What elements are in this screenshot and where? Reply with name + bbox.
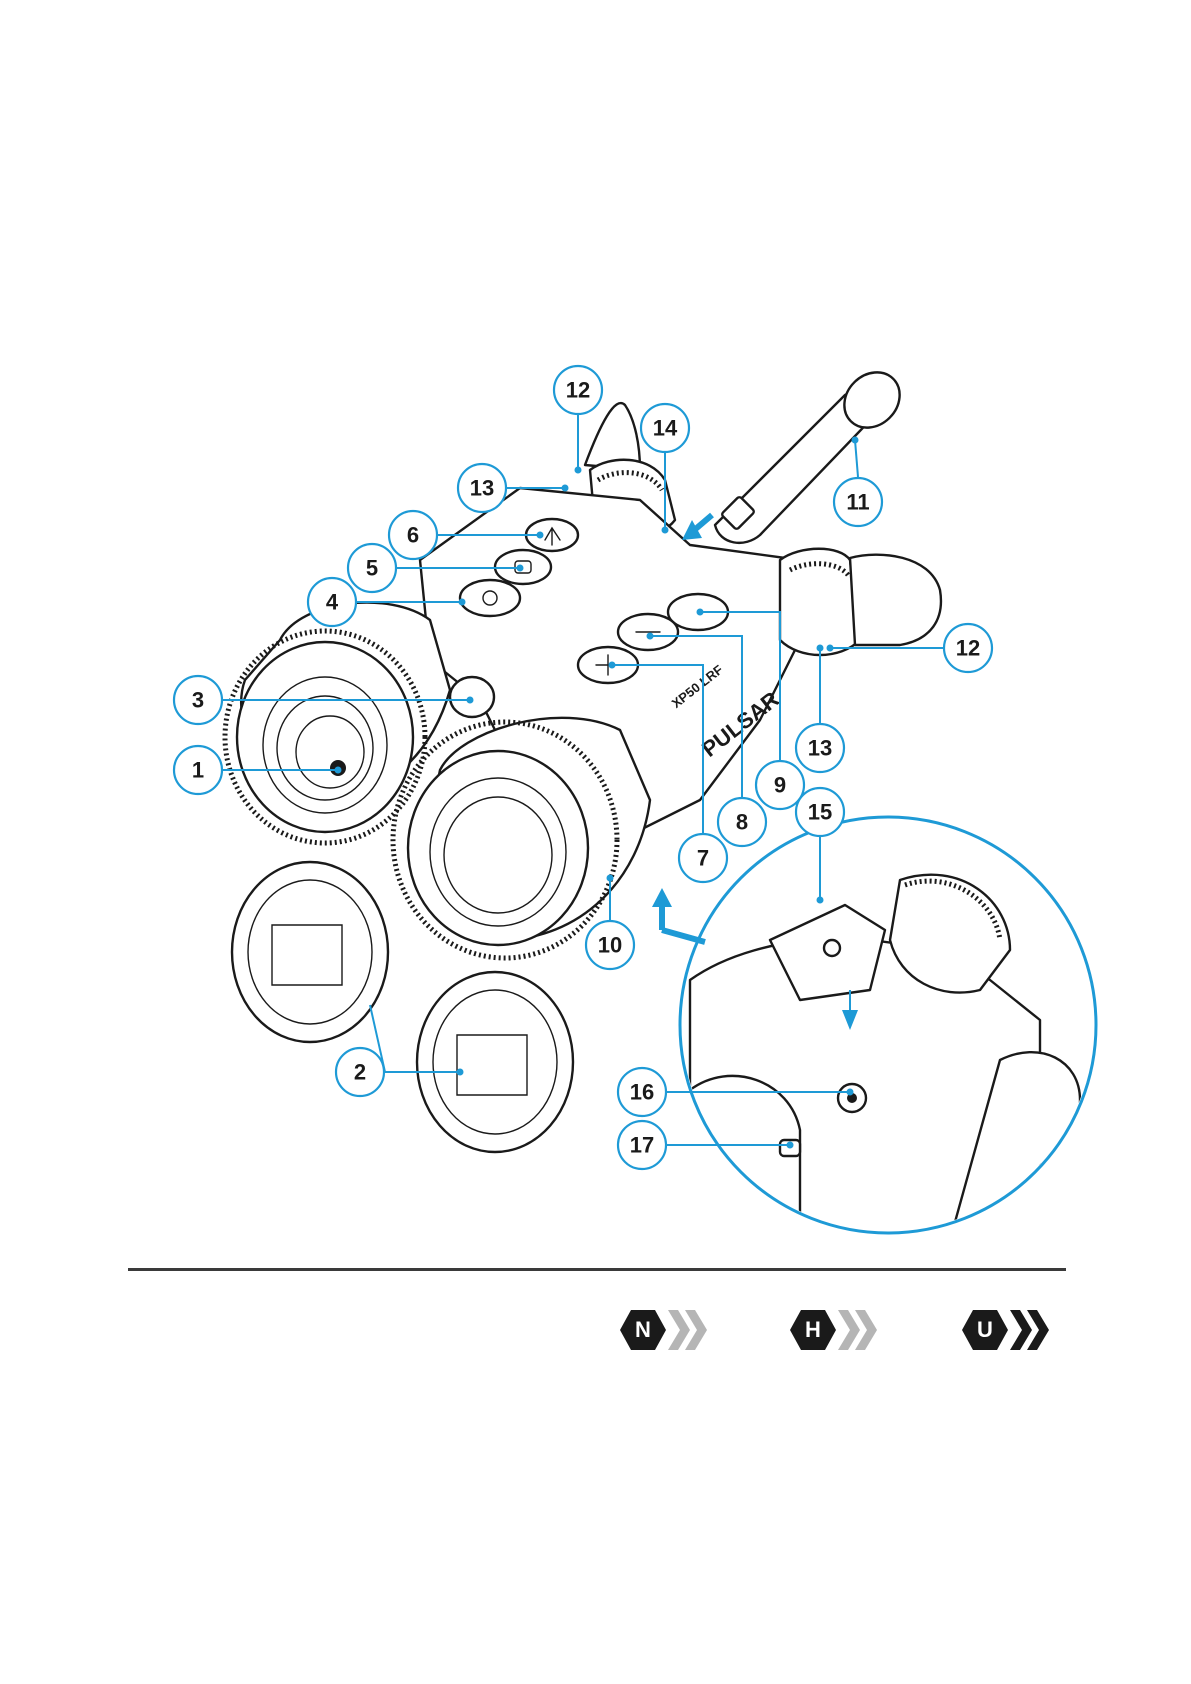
callout-number: 2 xyxy=(354,1060,366,1085)
callout-number: 16 xyxy=(630,1080,654,1105)
badge-u: U xyxy=(962,1308,1052,1352)
callout-anchor-dot xyxy=(607,875,614,882)
callout-anchor-dot xyxy=(852,437,859,444)
callout-number: 11 xyxy=(846,490,869,515)
objective-rim-right xyxy=(408,751,588,945)
callout-anchor-dot xyxy=(467,697,474,704)
callout-anchor-dot xyxy=(662,527,669,534)
badge-n: N xyxy=(620,1308,710,1352)
callout-number: 17 xyxy=(630,1133,654,1158)
power-button[interactable] xyxy=(460,580,520,616)
callout-leader xyxy=(855,440,858,477)
callout-number: 5 xyxy=(366,556,378,581)
callout-number: 14 xyxy=(653,416,678,441)
callout-anchor-dot xyxy=(697,609,704,616)
callout-anchor-dot xyxy=(787,1142,794,1149)
callout-anchor-dot xyxy=(562,485,569,492)
callout-number: 4 xyxy=(326,590,339,615)
front-button[interactable] xyxy=(450,677,494,717)
callout-anchor-dot xyxy=(457,1069,464,1076)
callout-anchor-dot xyxy=(517,565,524,572)
eyecup-right xyxy=(850,555,941,645)
callout-anchor-dot xyxy=(817,897,824,904)
callout-number: 13 xyxy=(470,476,494,501)
badge-u-letter: U xyxy=(962,1308,1008,1352)
callout-number: 15 xyxy=(808,800,832,825)
callout-anchor-dot xyxy=(459,599,466,606)
callout-number: 13 xyxy=(808,736,832,761)
badge-n-letter: N xyxy=(620,1308,666,1352)
callout-number: 7 xyxy=(697,846,709,871)
callout-anchor-dot xyxy=(827,645,834,652)
callout-number: 12 xyxy=(956,636,980,661)
callout-anchor-dot xyxy=(647,633,654,640)
callout-diopter-right: 13 xyxy=(796,645,844,773)
lens-cap-right xyxy=(417,972,573,1152)
callout-number: 12 xyxy=(566,378,590,403)
callout-anchor-dot xyxy=(609,662,616,669)
footer-divider xyxy=(128,1268,1066,1271)
callout-number: 9 xyxy=(774,773,786,798)
tripod-detail-inset xyxy=(680,817,1096,1240)
callout-anchor-dot xyxy=(575,467,582,474)
callout-number: 6 xyxy=(407,523,419,548)
callout-anchor-dot xyxy=(847,1089,854,1096)
callout-number: 10 xyxy=(598,933,622,958)
badge-h-letter: H xyxy=(790,1308,836,1352)
lens-cap-left xyxy=(232,862,388,1042)
callout-number: 1 xyxy=(192,758,204,783)
callout-anchor-dot xyxy=(335,767,342,774)
callout-number: 8 xyxy=(736,810,748,835)
callout-anchor-dot xyxy=(817,645,824,652)
badge-h: H xyxy=(790,1308,880,1352)
callout-anchor-dot xyxy=(537,532,544,539)
callout-number: 3 xyxy=(192,688,204,713)
